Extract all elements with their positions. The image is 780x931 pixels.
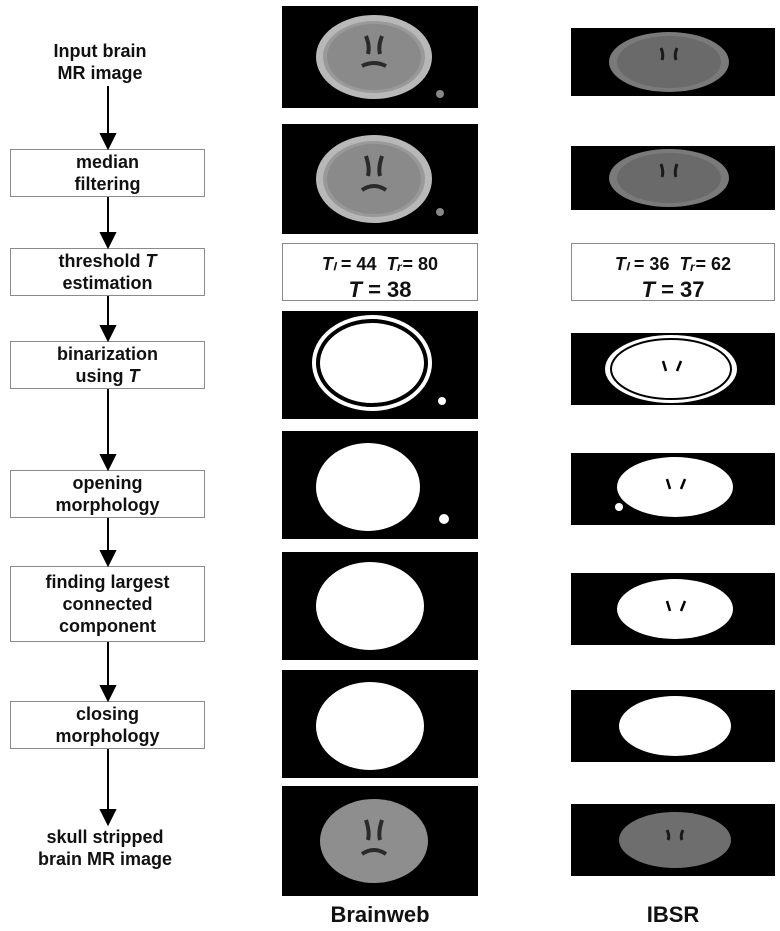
step-output-label: skull stripped brain MR image (37, 827, 173, 869)
brainweb-opening-image (282, 431, 478, 539)
arrow-head (99, 232, 117, 250)
step-binarization: binarization using T (10, 341, 205, 389)
flow-arrows (99, 86, 117, 827)
arrow-head (99, 133, 117, 151)
step-threshold-estimation: threshold T estimation (10, 248, 205, 296)
arrow-head (99, 325, 117, 343)
brainweb-closing-image (282, 670, 478, 778)
brainweb-threshold-box: Tₗ = 44 Tᵣ= 80 T = 38 (282, 243, 478, 302)
ibsr-skull-stripped-image (571, 804, 775, 876)
ibsr-threshold-box: Tₗ = 36 Tᵣ= 62 T = 37 (571, 243, 775, 302)
ibsr-closing-image (571, 690, 775, 762)
arrow-head (99, 809, 117, 827)
arrow-head (99, 685, 117, 703)
brainweb-largest-image (282, 552, 478, 660)
arrow-head (99, 550, 117, 568)
ibsr-column-caption: IBSR (646, 902, 700, 927)
ibsr-largest-image (571, 573, 775, 645)
brainweb-skull-stripped-image (282, 786, 478, 896)
brainweb-input-image (282, 6, 478, 108)
arrow-head (99, 454, 117, 472)
ibsr-median-image (571, 146, 775, 210)
ibsr-opening-image (571, 453, 775, 525)
ibsr-binarized-image (571, 333, 775, 405)
ibsr-input-image (571, 28, 775, 96)
brainweb-median-image (282, 124, 478, 234)
brainweb-column-caption: Brainweb (330, 902, 430, 927)
step-input-label: Input brain MR image (53, 41, 147, 83)
brainweb-binarized-image (282, 311, 478, 419)
